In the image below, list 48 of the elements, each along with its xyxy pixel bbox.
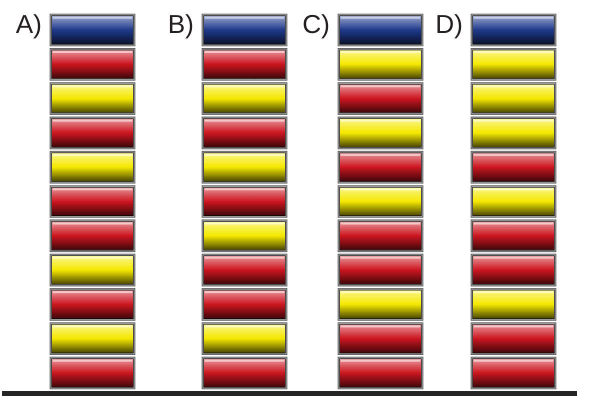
block	[470, 14, 556, 46]
block	[338, 322, 424, 355]
block	[50, 254, 136, 286]
block	[338, 48, 424, 81]
block	[470, 220, 556, 252]
block	[202, 220, 288, 252]
block	[202, 150, 288, 184]
block	[338, 288, 424, 321]
block	[202, 48, 288, 81]
block	[338, 185, 424, 218]
stack-label: C)	[304, 14, 328, 38]
block	[470, 356, 556, 390]
block	[470, 150, 556, 184]
block	[50, 356, 136, 390]
block	[202, 356, 288, 390]
block	[338, 14, 424, 46]
block	[470, 82, 556, 115]
block	[470, 185, 556, 218]
block	[470, 116, 556, 150]
block	[50, 116, 136, 150]
block	[470, 288, 556, 321]
stack-label: A)	[16, 14, 40, 38]
block	[50, 220, 136, 252]
block	[50, 82, 136, 115]
block	[338, 116, 424, 150]
block	[202, 116, 288, 150]
block	[202, 185, 288, 218]
block	[202, 82, 288, 115]
block	[50, 322, 136, 355]
stack-label: B)	[170, 14, 192, 38]
block	[50, 14, 136, 46]
block	[50, 48, 136, 81]
block	[338, 150, 424, 184]
block	[470, 254, 556, 286]
block	[50, 288, 136, 321]
block	[338, 220, 424, 252]
block	[202, 288, 288, 321]
block	[470, 322, 556, 355]
block	[202, 14, 288, 46]
block	[202, 254, 288, 286]
stack-label: D)	[438, 14, 462, 38]
block	[470, 48, 556, 81]
block	[338, 82, 424, 115]
block	[50, 185, 136, 218]
block	[202, 322, 288, 355]
block	[50, 150, 136, 184]
block	[338, 356, 424, 390]
block	[338, 254, 424, 286]
